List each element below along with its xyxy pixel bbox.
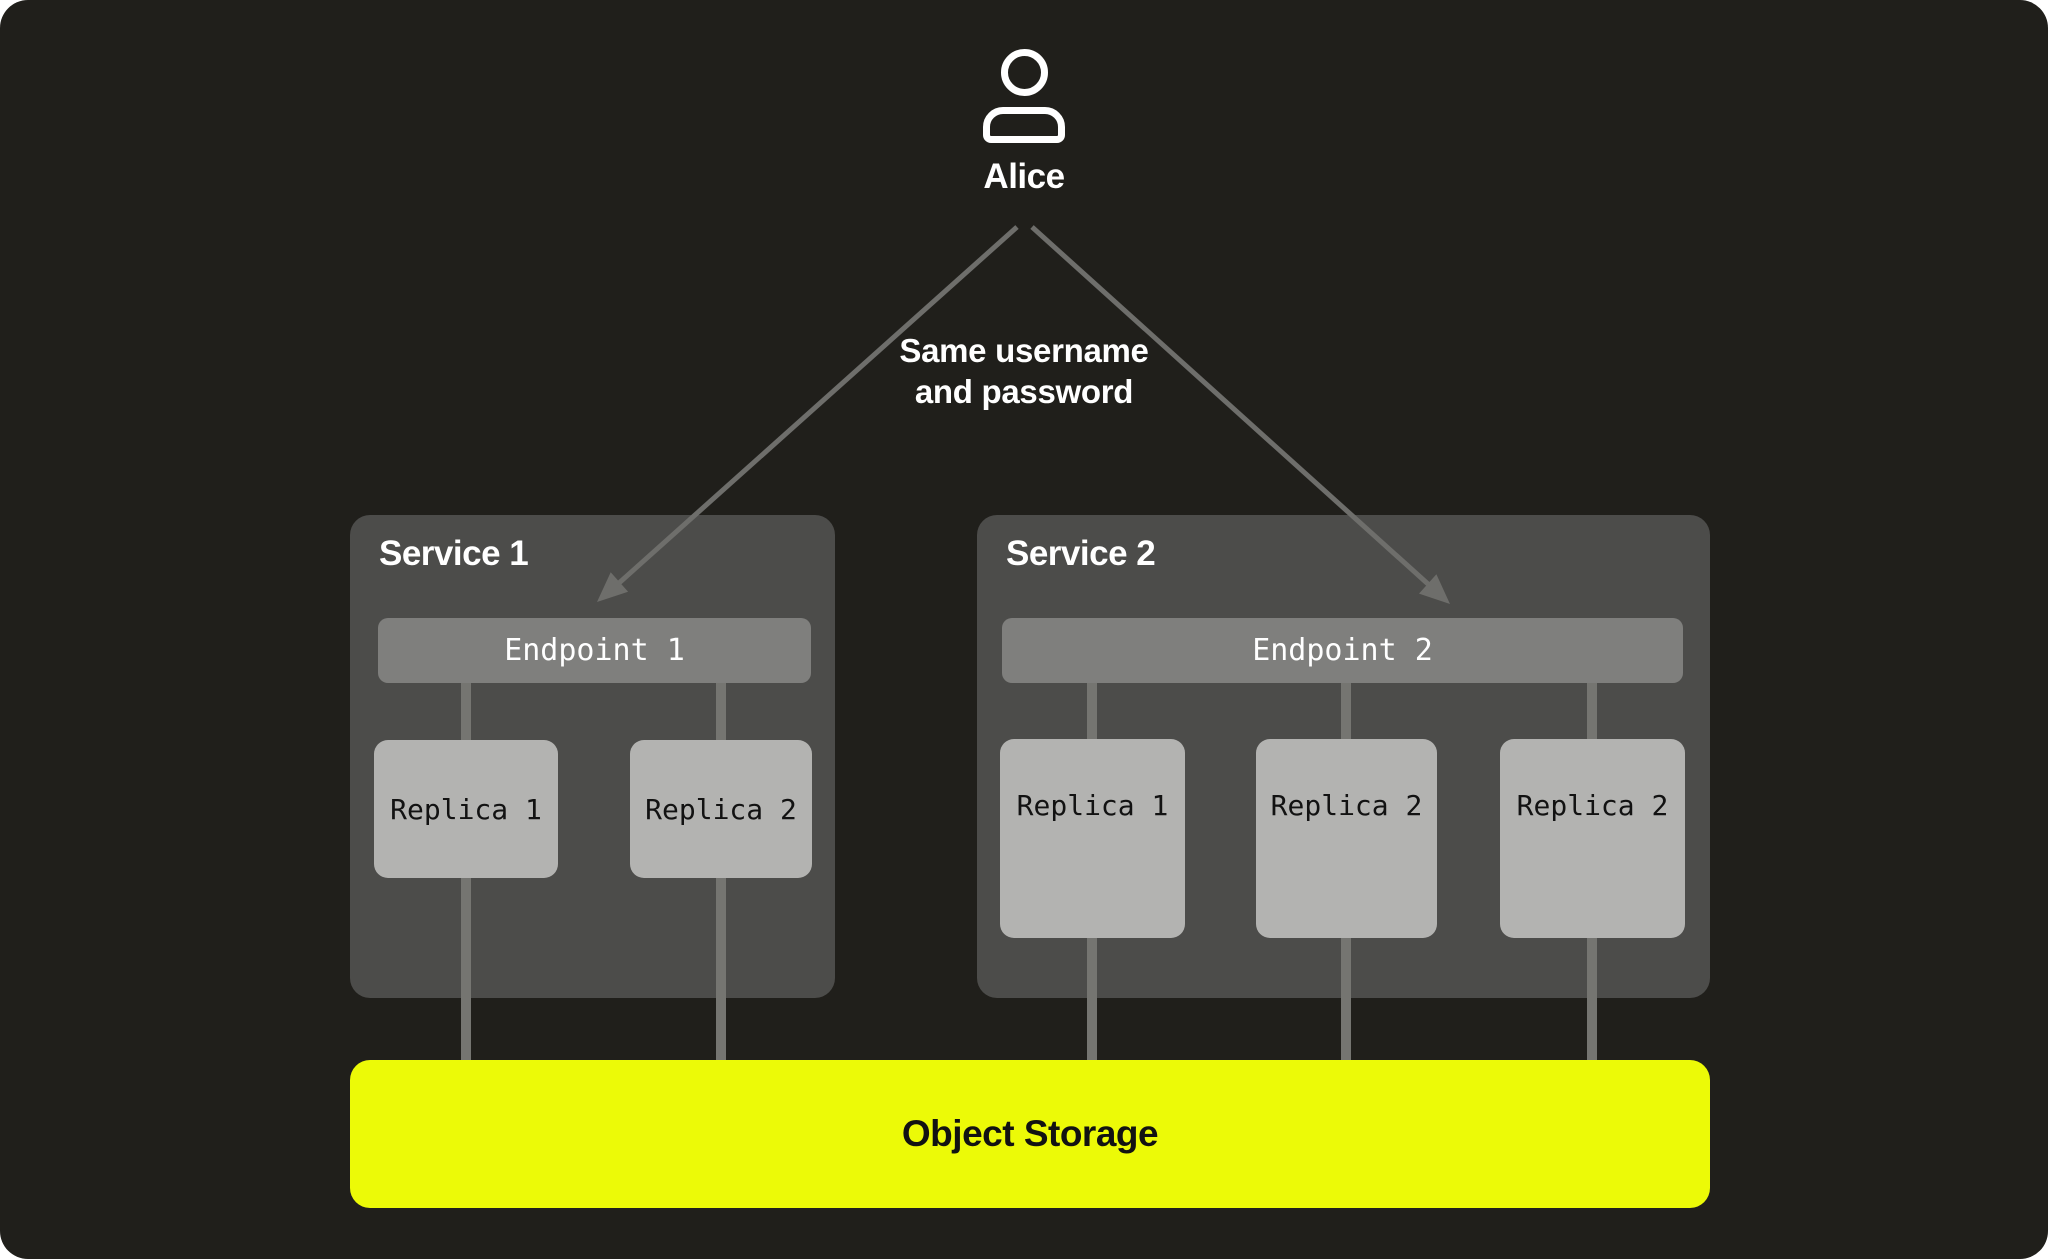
endpoint-1-bar: Endpoint 1 bbox=[378, 618, 811, 683]
arrow-to-service-1 bbox=[617, 225, 1019, 585]
replica-label: Replica 2 bbox=[645, 792, 797, 826]
arrowhead-service-2 bbox=[1419, 574, 1450, 604]
service-2-replica-3: Replica 2 bbox=[1500, 739, 1685, 938]
replica-label: Replica 2 bbox=[1516, 789, 1669, 822]
endpoint-1-label: Endpoint 1 bbox=[504, 633, 685, 668]
object-storage-label: Object Storage bbox=[901, 1113, 1159, 1154]
endpoint-2-bar: Endpoint 2 bbox=[1002, 618, 1683, 683]
service-1-replica-2: Replica 2 bbox=[630, 740, 812, 878]
service-2-title: Service 2 bbox=[1006, 534, 1156, 573]
service-1-replica-1: Replica 1 bbox=[374, 740, 558, 878]
service-2-replica-2: Replica 2 bbox=[1256, 739, 1437, 938]
person-icon-body bbox=[983, 107, 1065, 143]
person-icon-head bbox=[1001, 49, 1048, 96]
service-1-title: Service 1 bbox=[379, 534, 529, 573]
service-2-replica-1: Replica 1 bbox=[1000, 739, 1185, 938]
endpoint-2-label: Endpoint 2 bbox=[1252, 633, 1433, 668]
replica-label: Replica 1 bbox=[390, 792, 542, 826]
replica-label: Replica 2 bbox=[1270, 789, 1423, 822]
object-storage-bar: Object Storage bbox=[350, 1060, 1710, 1208]
arrowhead-service-1 bbox=[597, 572, 629, 602]
auth-annotation: Same username and password bbox=[899, 332, 1149, 410]
user-label: Alice bbox=[983, 157, 1065, 196]
replica-label: Replica 1 bbox=[1016, 789, 1169, 822]
arrow-to-service-2 bbox=[1030, 225, 1430, 586]
